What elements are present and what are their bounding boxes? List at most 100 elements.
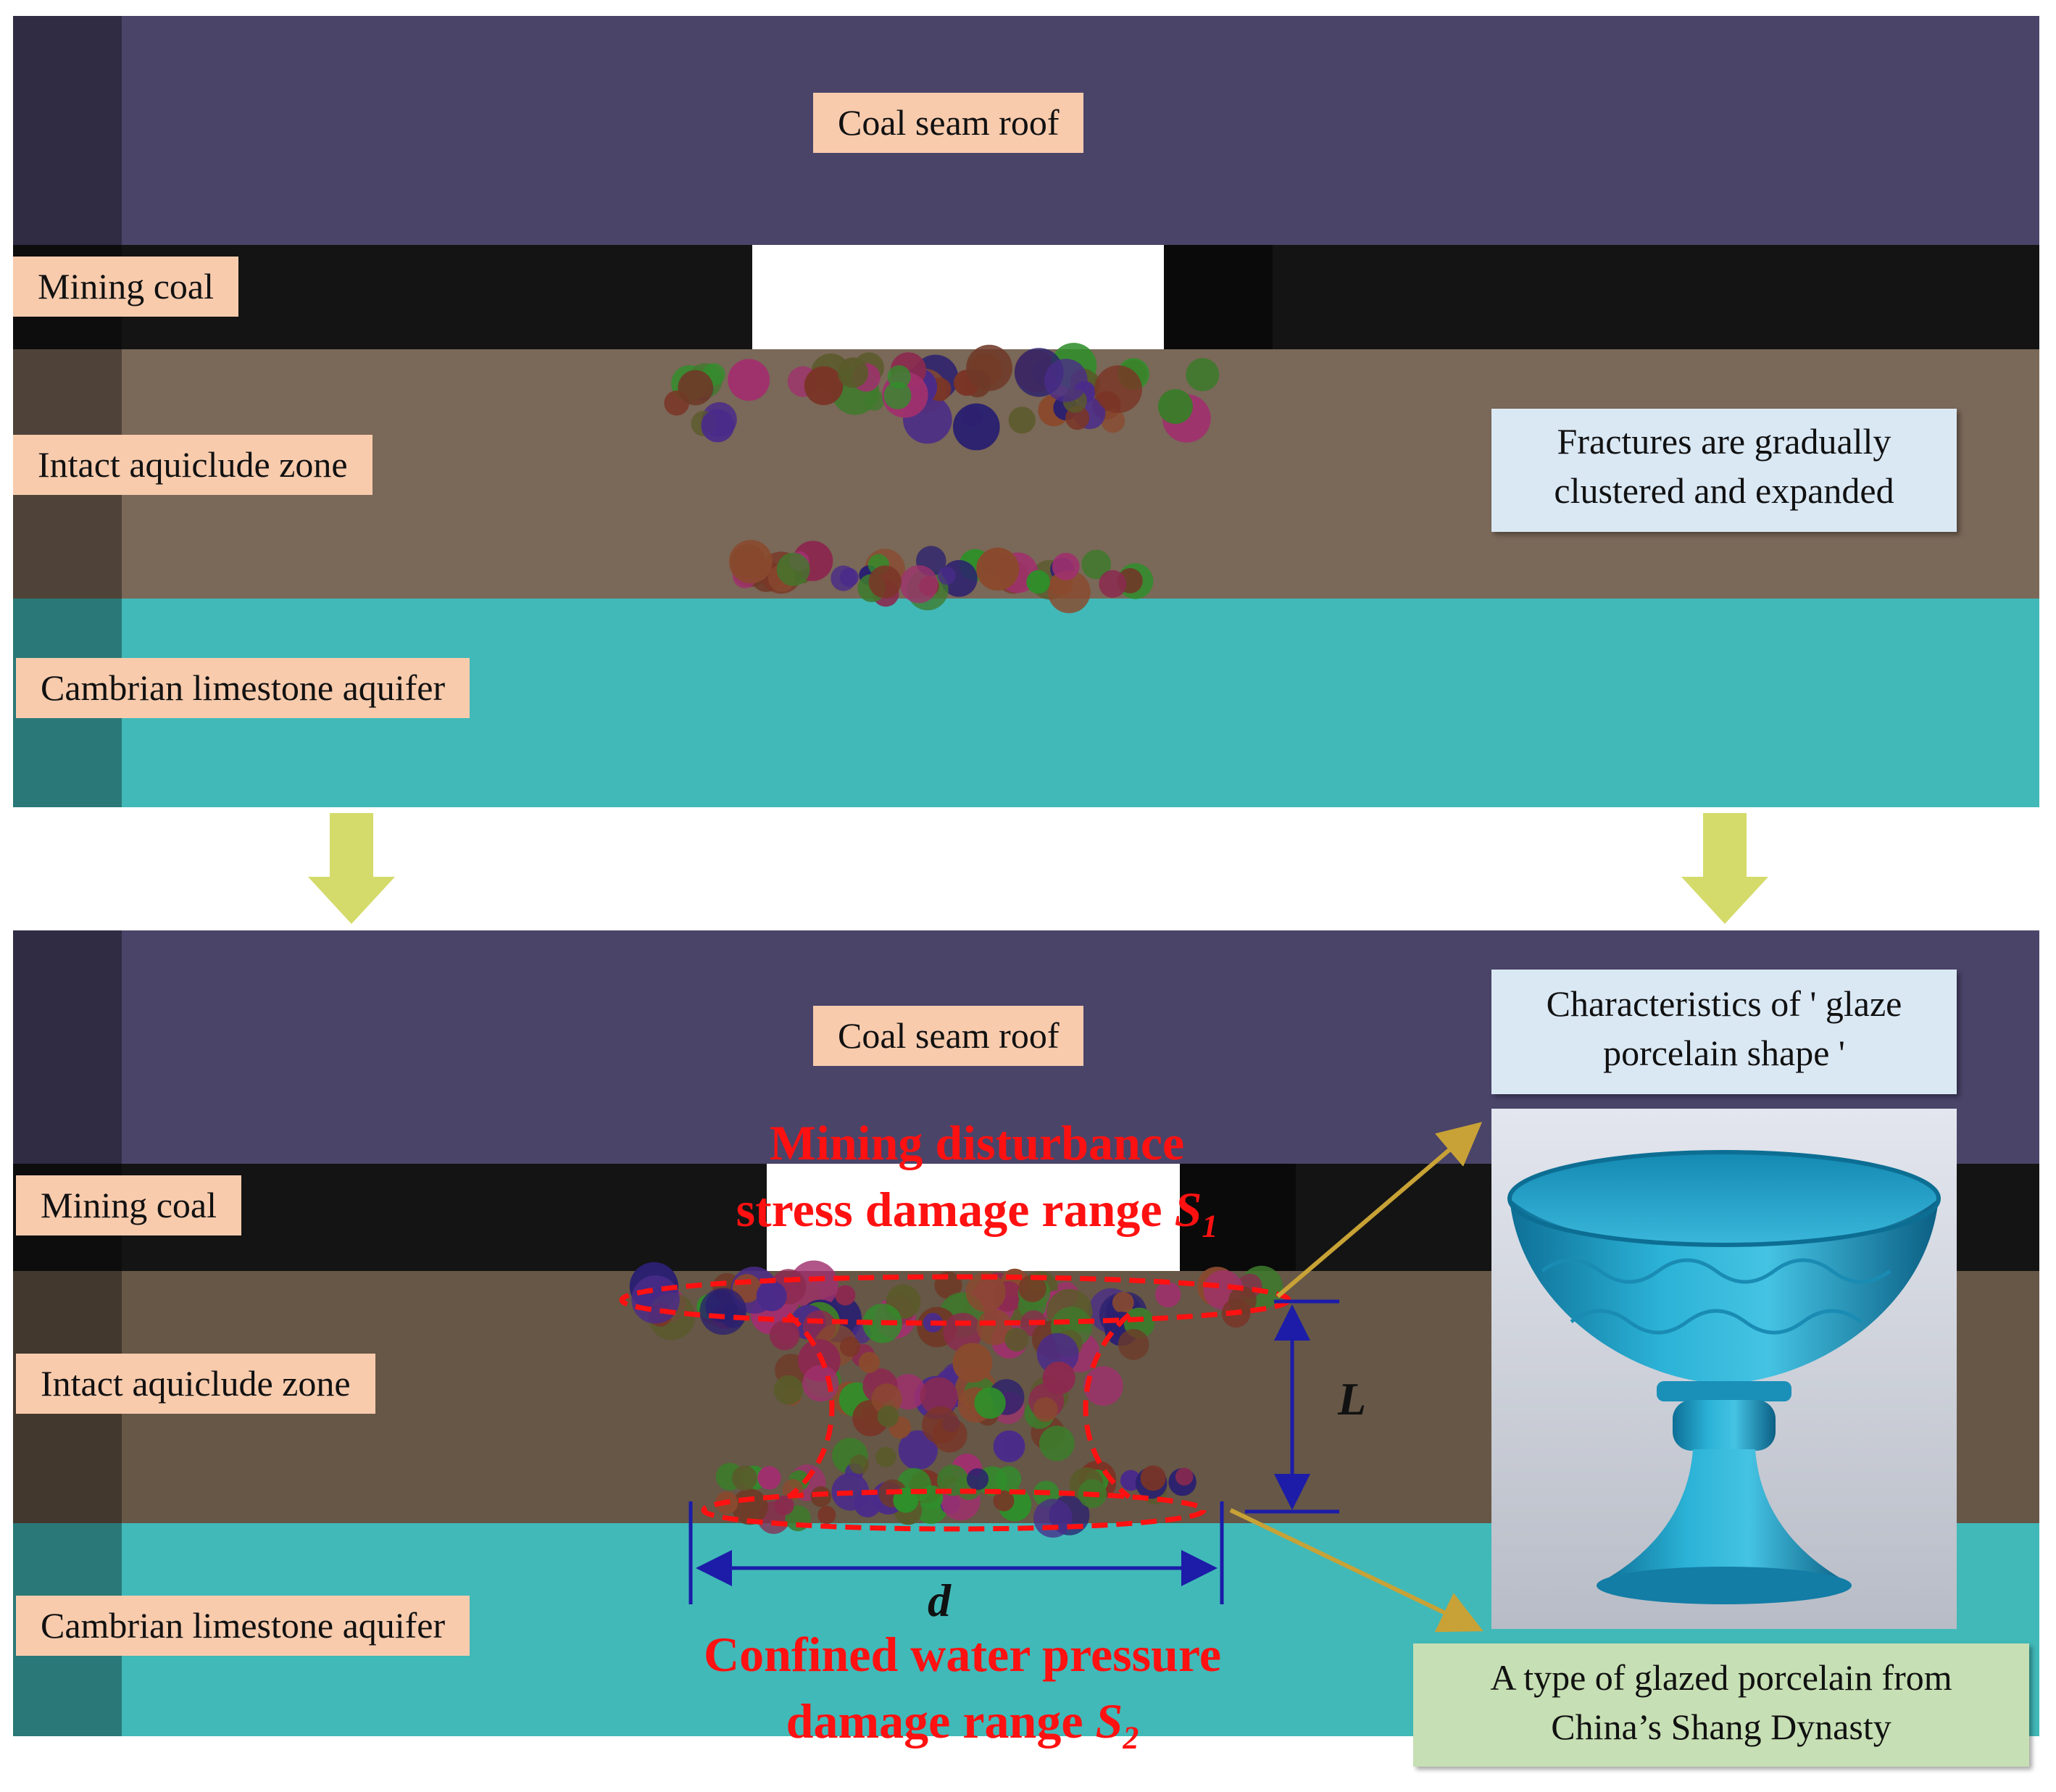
bottom-pillar — [1180, 1164, 1296, 1271]
mining-disturbance-title: Mining disturbance stress damage range S… — [736, 1115, 1218, 1244]
top-particle-47 — [887, 365, 911, 389]
bottom-annotations — [619, 1122, 1483, 1633]
top-panel: Coal seam roof Mining coal Intact aquicl… — [13, 16, 2039, 807]
top-mining-coal-label: Mining coal — [13, 257, 239, 317]
top-particle-29 — [804, 366, 844, 406]
top-particle-45 — [883, 381, 912, 409]
dimension-d — [688, 1501, 1224, 1604]
foot-base — [1597, 1567, 1852, 1604]
bottom-particle-96 — [943, 1312, 983, 1352]
bottom-panel: Coal seam roof Mining coal Intact aquicl… — [13, 930, 2039, 1767]
top-particle-35 — [953, 403, 1000, 451]
bottom-particle-180 — [1140, 1465, 1166, 1491]
characteristics-note: Characteristics of ' glaze porcelain sha… — [1491, 970, 1957, 1094]
bottom-particle-55 — [699, 1288, 746, 1335]
bottom-particle-98 — [976, 1309, 1013, 1346]
bottom-particle-130 — [849, 1454, 869, 1475]
top-aquifer-label: Cambrian limestone aquifer — [16, 658, 470, 718]
bottom-particle-182 — [732, 1465, 757, 1491]
top-particle-78 — [1081, 549, 1112, 580]
stem-knob — [1673, 1400, 1776, 1451]
bottom-particle-93 — [802, 1365, 839, 1402]
bottom-particle-51 — [965, 1272, 1006, 1312]
porcelain-photo — [1491, 1109, 1957, 1629]
top-particle-41 — [678, 370, 713, 406]
bottom-particle-58 — [756, 1280, 787, 1312]
bottom-particle-6 — [835, 1285, 856, 1306]
top-particle-5 — [1186, 358, 1220, 391]
bottom-particle-172 — [731, 1488, 768, 1525]
bottom-aquifer-label: Cambrian limestone aquifer — [16, 1596, 470, 1656]
bottom-particle-90 — [773, 1375, 804, 1405]
top-aquiclude-label: Intact aquiclude zone — [13, 435, 373, 495]
bottom-particle-91 — [858, 1351, 881, 1373]
top-particle-89 — [976, 547, 1020, 591]
fractures-note: Fractures are gradually clustered and ex… — [1491, 409, 1957, 532]
bottom-particle-126 — [922, 1406, 960, 1444]
top-particle-44 — [966, 344, 1012, 391]
lower-damage-ellipse — [701, 1488, 1207, 1532]
dimension-L-label: L — [1338, 1373, 1367, 1425]
top-roof-layer — [13, 16, 2039, 245]
bottom-particle-105 — [898, 1430, 938, 1470]
top-particle-33 — [1157, 389, 1193, 424]
top-fracture-particles — [664, 343, 1220, 614]
top-particle-86 — [1052, 552, 1080, 580]
top-pillar — [1164, 245, 1273, 349]
top-coal-seam-roof-label: Coal seam roof — [813, 93, 1084, 153]
bottom-particle-112 — [1039, 1425, 1075, 1462]
top-particle-93 — [728, 540, 773, 584]
bottom-particle-176 — [1175, 1467, 1194, 1486]
bottom-coal-seam-roof-label: Coal seam roof — [813, 1006, 1084, 1066]
top-particle-54 — [1044, 359, 1088, 402]
top-aquifer-layer — [13, 599, 2039, 807]
top-particle-83 — [899, 565, 938, 604]
bottom-particle-181 — [757, 1466, 781, 1490]
stem-foot — [1600, 1449, 1848, 1583]
top-particle-82 — [937, 566, 956, 585]
top-mined-void — [752, 245, 1164, 349]
top-particle-18 — [864, 390, 885, 411]
porcelain-caption: A type of glazed porcelain from China’s … — [1413, 1643, 2029, 1767]
stem-collar-top — [1657, 1381, 1791, 1401]
right-neck-curve — [1083, 1312, 1131, 1499]
bottom-particle-125 — [1033, 1397, 1058, 1422]
bottom-particle-50 — [1112, 1291, 1134, 1314]
dimension-L — [1245, 1299, 1339, 1514]
bottom-particle-174 — [774, 1495, 794, 1516]
dimension-d-label: d — [928, 1575, 951, 1626]
bottom-particle-123 — [920, 1377, 958, 1415]
bottom-particle-129 — [974, 1387, 1006, 1419]
top-particle-50 — [1008, 407, 1036, 434]
bottom-particle-119 — [993, 1430, 1025, 1462]
bottom-particle-101 — [839, 1336, 861, 1357]
top-particle-36 — [701, 409, 735, 443]
left-down-arrow — [308, 813, 395, 924]
bottom-particle-52 — [1018, 1274, 1046, 1303]
bottom-particle-137 — [817, 1506, 836, 1525]
right-down-arrow — [1681, 813, 1768, 924]
bottom-particle-171 — [993, 1490, 1015, 1512]
bottom-particle-95 — [1036, 1333, 1079, 1375]
top-particle-85 — [1099, 570, 1127, 598]
bottom-mining-coal-label: Mining coal — [16, 1175, 242, 1235]
top-particle-72 — [839, 567, 859, 587]
bottom-particle-97 — [770, 1320, 800, 1351]
top-particle-51 — [1094, 365, 1142, 413]
bottom-particle-131 — [871, 1383, 902, 1414]
bowl-rim — [1507, 1150, 1941, 1247]
pointer-to-porcelain — [1276, 1122, 1483, 1299]
top-particle-53 — [837, 357, 868, 388]
top-particle-90 — [1026, 570, 1050, 594]
bottom-mined-void — [767, 1164, 1180, 1271]
pointer-arrows — [1229, 1122, 1483, 1633]
bottom-particle-69 — [1083, 1366, 1123, 1406]
bottom-particle-168 — [966, 1468, 989, 1491]
top-particle-94 — [776, 552, 810, 586]
pointer-to-caption — [1229, 1508, 1483, 1633]
bottom-particle-100 — [1118, 1329, 1149, 1360]
top-particle-20 — [1101, 409, 1125, 433]
bottom-aquiclude-label: Intact aquiclude zone — [16, 1354, 375, 1414]
bottom-particle-109 — [875, 1446, 896, 1467]
